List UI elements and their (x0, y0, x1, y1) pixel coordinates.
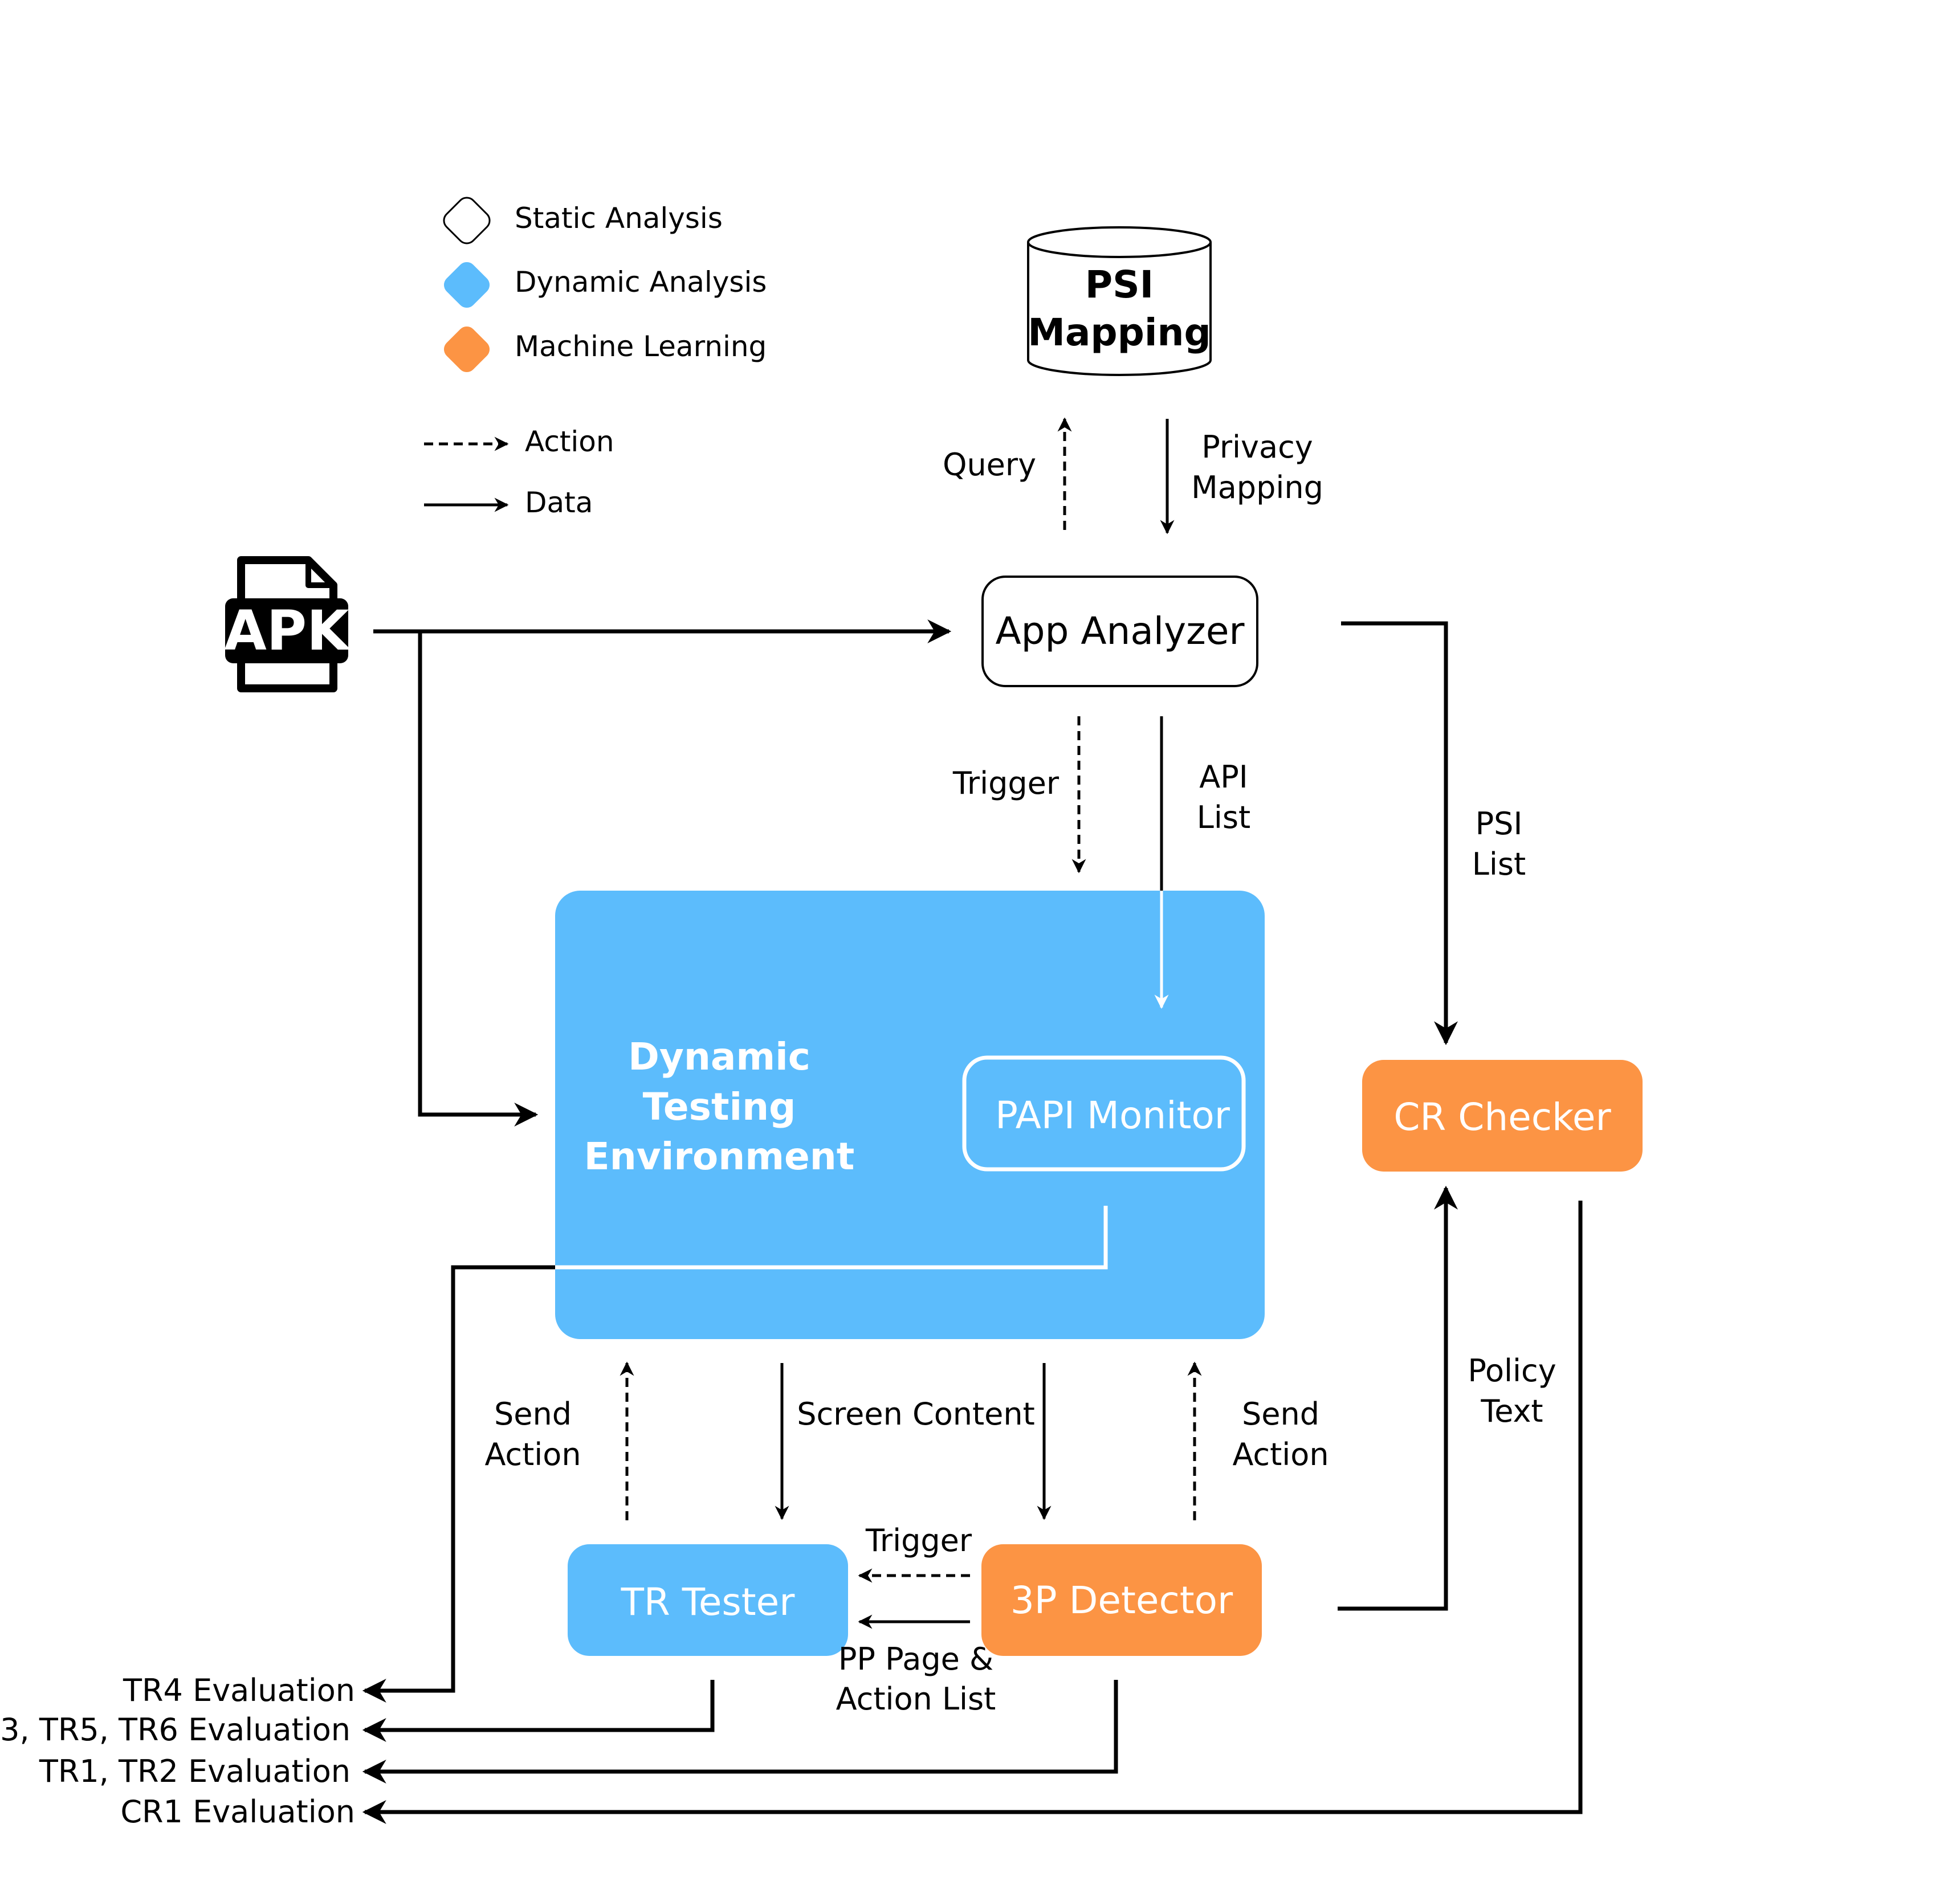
tr356-output-arrow (362, 1680, 715, 1742)
papi-output-line-internal (555, 1206, 1108, 1270)
psi-list-line2: List (1472, 846, 1526, 882)
dynamic-analysis-swatch (443, 262, 490, 308)
policy-text-arrow (1338, 1185, 1458, 1611)
app-analyzer-node: App Analyzer (981, 576, 1258, 687)
dte-line1: Dynamic (628, 1035, 810, 1079)
psi-mapping-database: PSI Mapping (1027, 226, 1212, 376)
3p-detector-label: 3P Detector (1010, 1578, 1233, 1622)
apk-label: APK (224, 599, 351, 663)
psi-mapping-line2: Mapping (1028, 311, 1211, 354)
cr1-output-arrow (362, 1201, 1583, 1824)
psi-mapping-line1: PSI (1085, 263, 1154, 307)
legend: Static Analysis Dynamic Analysis Machine… (424, 197, 767, 519)
static-analysis-swatch (443, 197, 491, 244)
pp-page-line1: PP Page & (838, 1641, 993, 1677)
trigger-top-label: Trigger (952, 765, 1060, 801)
send-action-right-line1: Send (1242, 1396, 1319, 1432)
dte-line3: Environment (584, 1135, 855, 1178)
tr4-output-arrow (362, 1265, 555, 1703)
legend-dynamic-label: Dynamic Analysis (515, 266, 767, 299)
query-label: Query (943, 447, 1036, 483)
trigger-bottom-label: Trigger (865, 1523, 972, 1558)
psi-list-line1: PSI (1476, 806, 1523, 842)
privacy-mapping-line1: Privacy (1201, 429, 1313, 465)
tr-tester-node: TR Tester (568, 1544, 848, 1656)
policy-text-line2: Text (1480, 1393, 1543, 1429)
tr4-label: TR4 Evaluation (123, 1672, 355, 1708)
api-list-line2: List (1197, 799, 1250, 835)
cr-checker-label: CR Checker (1393, 1095, 1611, 1139)
machine-learning-swatch (443, 326, 490, 373)
psi-list-arrow (1341, 621, 1458, 1046)
tr12-label: TR1, TR2 Evaluation (39, 1753, 351, 1789)
apk-file-icon: APK (224, 556, 351, 692)
3p-detector-node: 3P Detector (981, 1544, 1262, 1656)
tr356-label: TR3, TR5, TR6 Evaluation (0, 1712, 351, 1748)
send-action-left-line2: Action (484, 1437, 581, 1472)
screen-content-label: Screen Content (797, 1396, 1035, 1432)
dte-line2: Testing (643, 1085, 796, 1129)
api-list-line1: API (1199, 759, 1248, 795)
tr12-output-arrow (362, 1680, 1118, 1784)
legend-data-label: Data (525, 486, 593, 519)
papi-monitor-label: PAPI Monitor (995, 1093, 1230, 1137)
send-action-right-line2: Action (1232, 1437, 1329, 1472)
send-action-left-line1: Send (494, 1396, 572, 1432)
tr-tester-label: TR Tester (621, 1580, 796, 1624)
legend-ml-label: Machine Learning (515, 330, 767, 363)
privacy-mapping-line2: Mapping (1191, 470, 1323, 505)
policy-text-line1: Policy (1468, 1353, 1556, 1389)
legend-action-label: Action (525, 425, 614, 458)
cr1-label: CR1 Evaluation (120, 1794, 355, 1830)
app-analyzer-label: App Analyzer (995, 609, 1245, 653)
apk-to-dte-arrow (418, 631, 539, 1127)
legend-static-label: Static Analysis (515, 202, 723, 235)
pp-page-line2: Action List (836, 1681, 996, 1717)
papi-monitor-node (962, 1055, 1246, 1172)
dynamic-testing-environment: Dynamic Testing Environment PAPI Monitor (555, 891, 1265, 1339)
cr-checker-node: CR Checker (1362, 1060, 1643, 1172)
